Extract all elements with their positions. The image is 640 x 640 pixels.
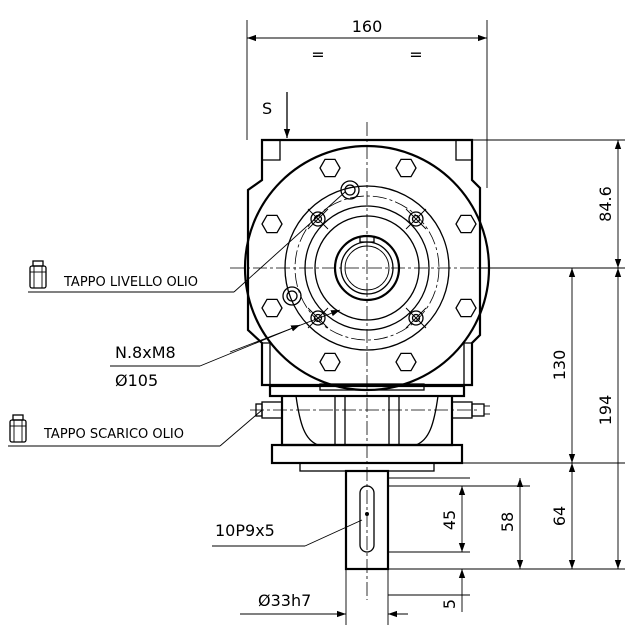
- shaft-diameter-label: Ø33h7: [258, 591, 311, 610]
- plug-icon: [9, 414, 27, 443]
- output-shaft: [344, 469, 390, 571]
- bolt-circle-label: Ø105: [115, 371, 158, 390]
- equal-left: =: [311, 45, 324, 64]
- dimension-160: 160: [352, 17, 383, 36]
- plug-icon: [29, 260, 47, 289]
- bolts-label: N.8xM8: [115, 343, 176, 362]
- dimension-194: 194: [596, 395, 615, 426]
- right-dimensions: 84.6 194 130 64 58 45 5: [388, 139, 625, 612]
- dimension-130: 130: [550, 350, 569, 381]
- callout-key: 10P9x5: [212, 519, 363, 547]
- callout-bolts: N.8xM8 Ø105: [110, 309, 341, 390]
- equal-right: =: [409, 45, 422, 64]
- callout-shaft-diameter: Ø33h7: [240, 569, 408, 625]
- view-marker-label: S: [262, 99, 272, 118]
- key-label: 10P9x5: [215, 521, 275, 540]
- dimension-5: 5: [440, 599, 459, 609]
- oil-level-plug-hole: [282, 180, 360, 306]
- dimension-64: 64: [550, 506, 569, 526]
- oil-drain-label: TAPPO SCARICO OLIO: [43, 427, 184, 442]
- view-marker: S: [262, 92, 291, 138]
- callout-oil-drain: TAPPO SCARICO OLIO: [8, 409, 263, 447]
- dimension-58: 58: [498, 512, 517, 532]
- oil-level-label: TAPPO LIVELLO OLIO: [63, 275, 198, 290]
- mounting-base: [255, 383, 490, 472]
- dimension-width: 160 = =: [246, 17, 488, 188]
- callout-oil-level: TAPPO LIVELLO OLIO: [28, 191, 346, 293]
- dimension-45: 45: [440, 510, 459, 530]
- dimension-84-6: 84.6: [596, 186, 615, 222]
- center-lines: [230, 122, 500, 600]
- flange-hex-nuts: [261, 158, 477, 372]
- m8-bolt-holes: [307, 208, 427, 329]
